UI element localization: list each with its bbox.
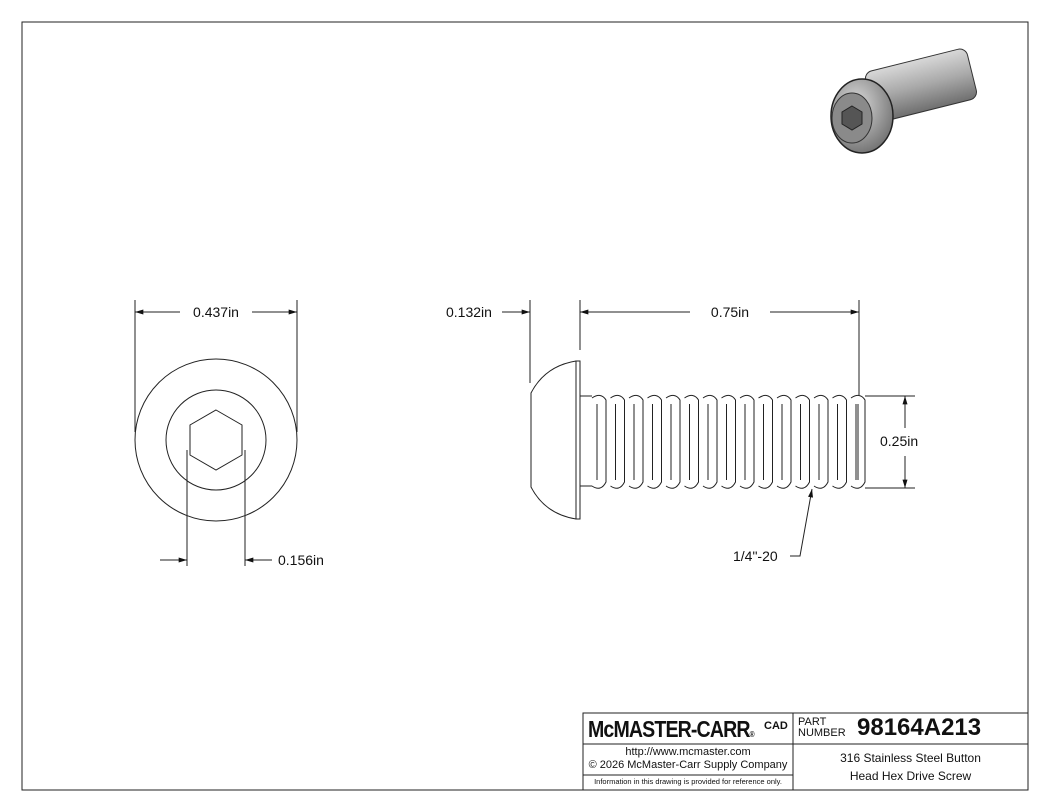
- cad-mark: CAD: [764, 720, 788, 732]
- hex-size-label: 0.156in: [278, 552, 324, 568]
- part-label: PART NUMBER: [798, 717, 846, 739]
- thread-spec-label: 1/4"-20: [733, 548, 778, 564]
- disclaimer: Information in this drawing is provided …: [594, 777, 782, 786]
- description-line1: 316 Stainless Steel Button: [840, 751, 981, 765]
- head-height-label: 0.132in: [446, 304, 492, 320]
- thread-diameter-label: 0.25in: [880, 433, 918, 449]
- mcmaster-logo: McMASTER-CARR®: [588, 716, 755, 742]
- part-label-line2: NUMBER: [798, 727, 846, 739]
- thread-crests: [591, 394, 866, 489]
- part-number: 98164A213: [857, 714, 982, 741]
- screw-3d-render: [830, 48, 977, 154]
- side-view: [502, 300, 915, 557]
- sheet-border: [21, 21, 1029, 791]
- front-view: [134, 300, 298, 566]
- website-url[interactable]: http://www.mcmaster.com: [625, 746, 751, 758]
- part-description: 316 Stainless Steel Button Head Hex Driv…: [793, 749, 1028, 785]
- head-diameter-label: 0.437in: [193, 304, 239, 320]
- title-block-frame: [582, 712, 1029, 791]
- copyright: © 2026 McMaster-Carr Supply Company: [588, 759, 788, 771]
- length-label: 0.75in: [711, 304, 749, 320]
- part-label-line1: PART: [798, 716, 827, 728]
- description-line2: Head Hex Drive Screw: [849, 769, 972, 783]
- logo-text: McMASTER-CARR: [588, 716, 750, 742]
